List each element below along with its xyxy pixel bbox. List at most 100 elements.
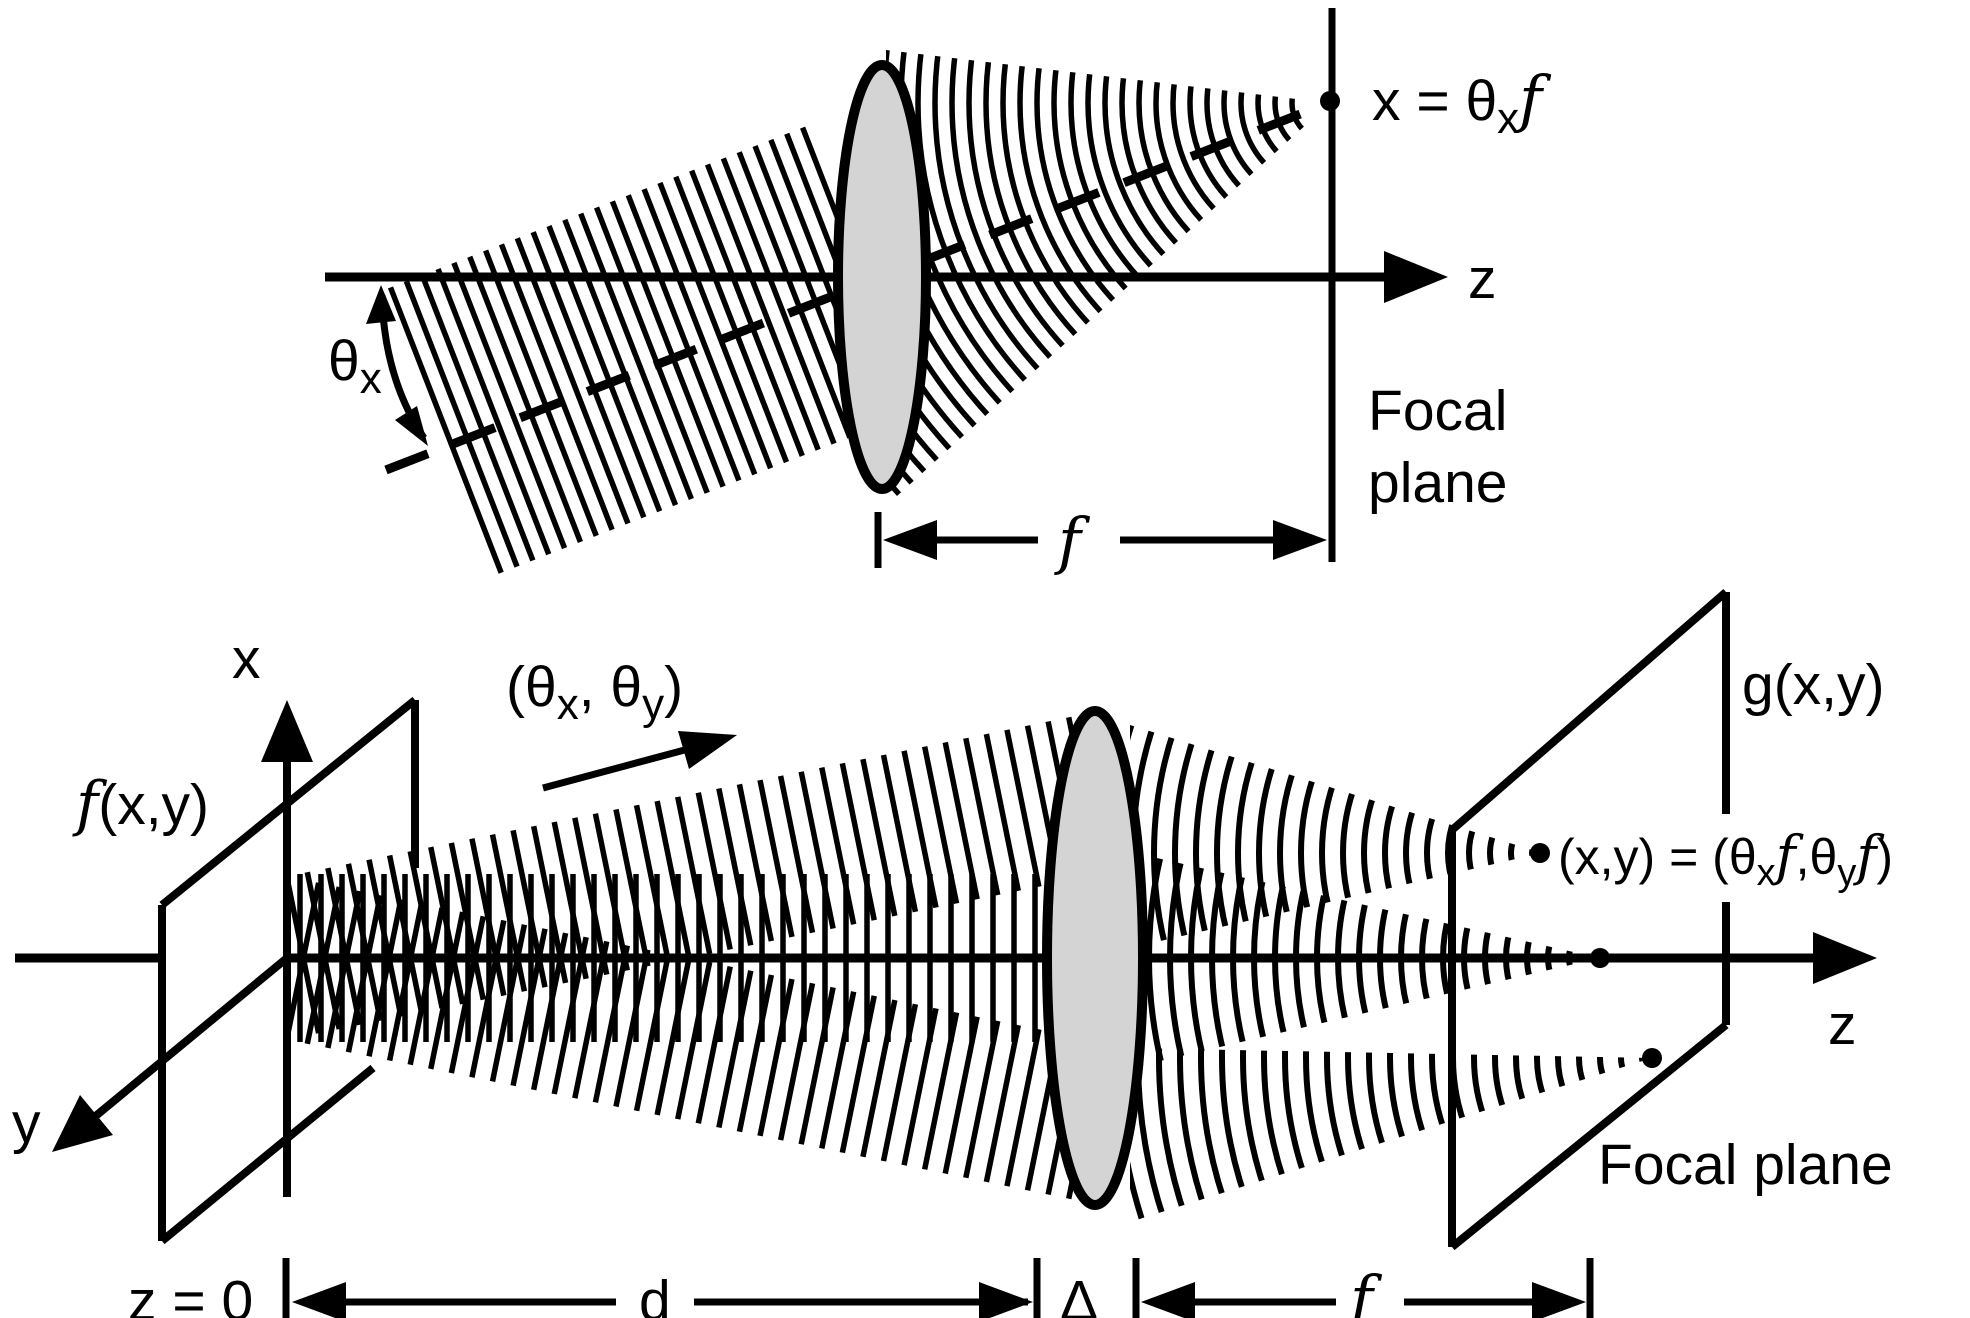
wavefront-line xyxy=(489,834,528,992)
wavefront-line xyxy=(304,886,342,1045)
wavefront-arc xyxy=(1345,1048,1652,1222)
wavefront-line xyxy=(983,733,1021,892)
wavefront-line xyxy=(736,783,775,942)
wavefront-line xyxy=(345,894,384,1053)
wavefront-line xyxy=(839,995,877,1154)
wavefront-arc xyxy=(1188,852,1600,1068)
wavefront-line xyxy=(716,787,754,946)
wavefront-line xyxy=(777,982,816,1141)
output-plane-bottom-edge xyxy=(1449,1021,1729,1251)
lower-focal-dot xyxy=(1642,1048,1662,1068)
wavefront-line xyxy=(592,945,630,1103)
input-plane-bottom-edge xyxy=(159,1064,376,1245)
wavefront-arc xyxy=(1221,50,1330,212)
wavefront-line xyxy=(1004,1028,1042,1187)
wavefront-line xyxy=(546,224,663,513)
fan-lower-wavefronts xyxy=(1130,1048,1652,1222)
wavefront-arc xyxy=(1487,798,1542,908)
wavefront-arc xyxy=(1068,50,1330,365)
wavefront-arc xyxy=(1377,852,1600,1068)
wavefront-arc xyxy=(1440,852,1600,1068)
wavefront-line xyxy=(592,813,630,971)
wavefront-line xyxy=(963,737,1001,896)
wavefront-line xyxy=(469,838,507,997)
beam-down-wavefronts xyxy=(284,882,1124,1204)
wavefront-arc xyxy=(1255,50,1330,178)
wavefront-line xyxy=(448,915,486,1074)
wavefront-arc xyxy=(1492,1048,1652,1218)
dim-arrow-left-icon xyxy=(292,1282,346,1318)
wavefront-line xyxy=(689,169,805,457)
wavefront-arc xyxy=(1482,852,1600,1068)
wavefront-line xyxy=(325,890,363,1049)
top-lens xyxy=(833,60,931,494)
wavefront-line xyxy=(593,206,710,494)
wavefront-arc xyxy=(1293,852,1600,1068)
bottom-y-arrowhead-icon xyxy=(52,1095,113,1152)
wavefront-line xyxy=(983,1024,1021,1183)
wavefront-arc xyxy=(1335,852,1600,1068)
wavefront-arc xyxy=(1240,1048,1652,1222)
wavefront-arc xyxy=(1356,852,1600,1068)
wavefront-line xyxy=(483,249,599,537)
wavefront-line xyxy=(716,970,754,1129)
wavefront-arc xyxy=(1219,1048,1652,1222)
wavefront-line xyxy=(489,924,528,1082)
wavefront-line xyxy=(1004,729,1042,888)
wavefront-arc xyxy=(1085,50,1330,348)
wavefront-arc xyxy=(1361,725,1542,948)
wavefront-line xyxy=(284,882,322,1041)
wavefront-line xyxy=(387,286,504,574)
wavefront-line xyxy=(407,850,445,1009)
wavefront-line xyxy=(695,965,733,1124)
wavefront-arc xyxy=(1466,777,1542,929)
wavefront-arc xyxy=(1366,1048,1652,1222)
wavefront-line xyxy=(386,903,425,1062)
wavefront-line xyxy=(578,212,694,500)
wavefront-line xyxy=(757,978,795,1137)
wavefront-line xyxy=(451,261,568,550)
wavefront-arc xyxy=(915,50,1330,506)
wavefront-line xyxy=(613,808,651,967)
wavefront-arc xyxy=(1303,1048,1652,1222)
input-plane-label: f(x,y) xyxy=(72,769,209,839)
fan-middle-wavefronts xyxy=(1130,852,1600,1068)
wavefront-line xyxy=(428,846,466,1005)
wavefront-arc xyxy=(1408,1048,1652,1222)
wavefront-line xyxy=(407,907,445,1066)
wavefront-line xyxy=(386,854,425,1013)
wavefront-arc xyxy=(1403,725,1542,948)
wavefront-line xyxy=(921,746,960,904)
wavefront-arc xyxy=(1576,1048,1652,1134)
theta-x-arrowhead-down-icon xyxy=(395,406,428,446)
bottom-y-axis xyxy=(89,954,290,1123)
wavefront-arc xyxy=(1017,50,1330,416)
wavefront-line xyxy=(860,758,898,917)
wavefront-line xyxy=(633,953,672,1112)
wavefront-line xyxy=(942,741,980,900)
wavefront-arc xyxy=(1524,882,1600,1034)
top-focal-point-dot xyxy=(1320,91,1340,111)
wavefront-arc xyxy=(1387,1048,1652,1222)
wavefront-arc xyxy=(1146,852,1600,1068)
upper-focal-dot xyxy=(1530,843,1550,863)
wavefront-line xyxy=(530,231,647,519)
wavefront-line xyxy=(510,928,548,1087)
wavefront-arc xyxy=(1398,852,1600,1068)
wavefront-line xyxy=(467,255,583,543)
top-focal-plane-label-line2: plane xyxy=(1368,451,1507,515)
bottom-focal-plane-label: Focal plane xyxy=(1598,1133,1893,1197)
wavefront-line xyxy=(325,867,363,1026)
output-plane-label: g(x,y) xyxy=(1742,653,1885,717)
wavefront-arc xyxy=(1136,50,1330,297)
wavefront-line xyxy=(880,754,919,913)
theta-x-label: θx xyxy=(328,329,382,403)
top-z-axis-label: z xyxy=(1468,247,1497,311)
f-dim-label: f xyxy=(1346,1262,1383,1318)
wavefront-arc xyxy=(1314,852,1600,1068)
wavefront-arc xyxy=(1193,725,1542,948)
output-focal-plane xyxy=(1448,588,1730,1251)
bottom-x-axis-label: x xyxy=(232,627,261,691)
wavefront-line xyxy=(572,817,610,976)
